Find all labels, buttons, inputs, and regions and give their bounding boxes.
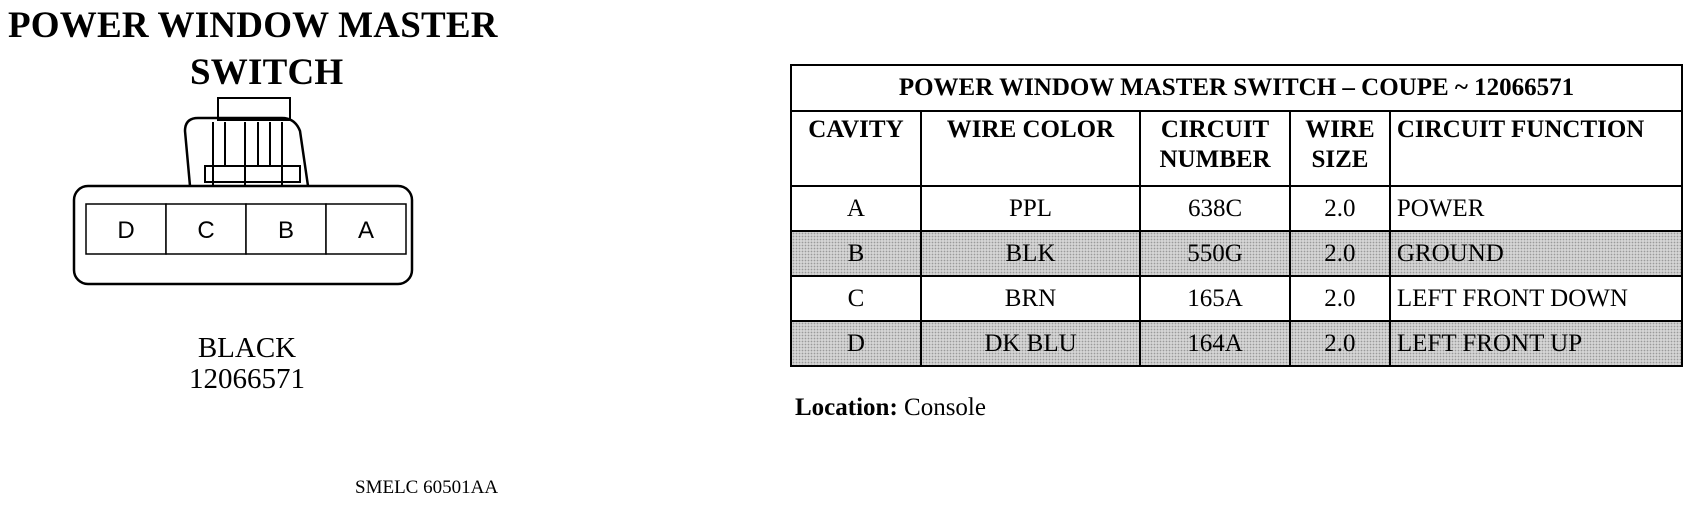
header-wire-size-line2: SIZE xyxy=(1311,146,1369,173)
cell-wire-color: BRN xyxy=(919,275,1142,322)
connector-title: POWER WINDOW MASTER SWITCH xyxy=(8,2,528,96)
cavity-label-d: D xyxy=(117,217,134,244)
cavity-label-a: A xyxy=(358,217,374,244)
table-caption: POWER WINDOW MASTER SWITCH – COUPE ~ 120… xyxy=(790,64,1683,112)
header-circuit-number-line1: CIRCUIT xyxy=(1160,116,1270,143)
connector-part-number: 12066571 xyxy=(189,363,305,395)
cell-circuit: 638C xyxy=(1139,185,1291,232)
location-note: Location: Console xyxy=(795,394,986,422)
table-header-row: CAVITY WIRE COLOR CIRCUIT NUMBER WIRE SI… xyxy=(790,110,1684,187)
location-value: Console xyxy=(904,394,986,421)
connector-title-line1: POWER WINDOW MASTER xyxy=(8,5,498,46)
cell-cavity: C xyxy=(790,275,922,322)
header-cavity: CAVITY xyxy=(790,110,922,187)
cell-wire-color: BLK xyxy=(919,230,1142,277)
cell-circuit: 164A xyxy=(1139,320,1291,367)
header-circuit-function: CIRCUIT FUNCTION xyxy=(1388,110,1684,187)
cell-function: GROUND xyxy=(1388,230,1684,277)
header-wire-size-line1: WIRE xyxy=(1305,116,1375,143)
location-label: Location: xyxy=(795,394,898,421)
cavity-label-b: B xyxy=(278,217,294,244)
cavity-strip xyxy=(85,203,407,255)
connector-title-line2: SWITCH xyxy=(190,52,344,93)
cell-function: LEFT FRONT DOWN xyxy=(1388,275,1684,322)
cell-wire-color: PPL xyxy=(919,185,1142,232)
cell-size: 2.0 xyxy=(1288,185,1391,232)
pinout-table: POWER WINDOW MASTER SWITCH – COUPE ~ 120… xyxy=(790,64,1684,367)
cell-size: 2.0 xyxy=(1288,320,1391,367)
table-row: B BLK 550G 2.0 GROUND xyxy=(790,230,1684,277)
cell-size: 2.0 xyxy=(1288,230,1391,277)
cavity-label-c: C xyxy=(197,217,214,244)
header-circuit-number-line2: NUMBER xyxy=(1159,146,1271,173)
connector-latch-housing xyxy=(183,116,310,187)
connector-info: BLACK 12066571 xyxy=(140,333,354,395)
cell-function: POWER xyxy=(1388,185,1684,232)
cell-function: LEFT FRONT UP xyxy=(1388,320,1684,367)
cell-cavity: D xyxy=(790,320,922,367)
connector-latch xyxy=(204,97,301,186)
cell-circuit: 550G xyxy=(1139,230,1291,277)
cell-cavity: B xyxy=(790,230,922,277)
header-circuit-number: CIRCUIT NUMBER xyxy=(1139,110,1291,187)
header-wire-size: WIRE SIZE xyxy=(1288,110,1391,187)
connector-diagram: D C B A xyxy=(72,97,414,286)
figure-code: SMELC 60501AA xyxy=(355,477,499,498)
table-row: A PPL 638C 2.0 POWER xyxy=(790,185,1684,232)
table-row: C BRN 165A 2.0 LEFT FRONT DOWN xyxy=(790,275,1684,322)
header-wire-color: WIRE COLOR xyxy=(919,110,1142,187)
cell-circuit: 165A xyxy=(1139,275,1291,322)
connector-color: BLACK xyxy=(197,332,297,364)
cell-wire-color: DK BLU xyxy=(919,320,1142,367)
cell-size: 2.0 xyxy=(1288,275,1391,322)
cell-cavity: A xyxy=(790,185,922,232)
table-row: D DK BLU 164A 2.0 LEFT FRONT UP xyxy=(790,320,1684,367)
